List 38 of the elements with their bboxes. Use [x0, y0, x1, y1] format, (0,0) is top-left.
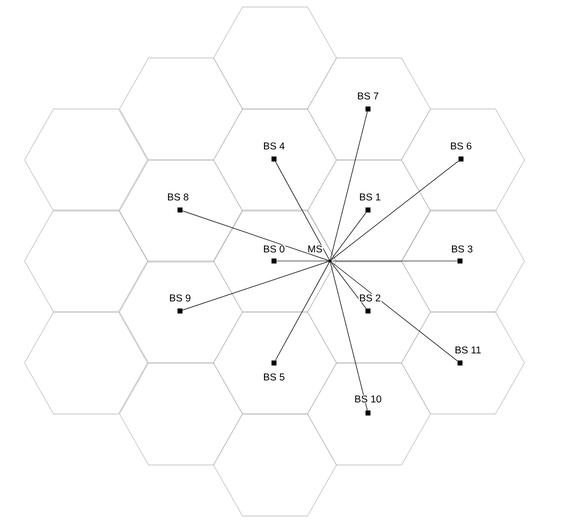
base-station: BS 1: [358, 192, 382, 212]
connection-line: [276, 260, 329, 262]
connection-line: [330, 212, 366, 260]
node-label: BS 7: [358, 92, 378, 100]
base-station: BS 3: [450, 244, 474, 264]
connection-line: [330, 111, 368, 260]
connection-line: [331, 260, 458, 262]
mobile-station: MS: [306, 244, 332, 262]
connection-line: [331, 160, 459, 260]
node-label: BS 9: [170, 294, 190, 302]
base-station: BS 0: [262, 244, 286, 264]
node-label: BS 11: [456, 346, 481, 354]
base-station: BS 2: [358, 294, 382, 314]
connection-line: [331, 262, 458, 362]
node-label: BS 1: [360, 193, 380, 201]
base-station: BS 7: [356, 92, 380, 112]
base-station: BS 11: [454, 346, 482, 366]
connection-line: [182, 210, 329, 261]
base-station: BS 5: [262, 360, 286, 382]
node-label: BS 5: [264, 373, 284, 381]
connection-line: [331, 262, 366, 309]
node-label: BS 8: [168, 193, 188, 201]
base-station: BS 6: [450, 142, 472, 162]
node-label: BS 6: [450, 142, 472, 150]
connection-line: [330, 262, 368, 411]
node-label: BS 3: [452, 245, 472, 253]
connection-line: [182, 261, 329, 310]
node-label: BS 0: [264, 245, 284, 253]
base-station: BS 8: [166, 192, 190, 212]
base-station: BS 10: [354, 394, 382, 416]
base-station: BS 9: [168, 294, 192, 314]
node-label: MS: [308, 245, 322, 253]
connection-line: [275, 161, 330, 260]
base-station: BS 4: [262, 142, 286, 162]
node-label: BS 2: [360, 294, 380, 302]
node-label: BS 10: [355, 395, 382, 403]
node-label: BS 4: [264, 142, 285, 150]
connection-line: [275, 262, 330, 361]
